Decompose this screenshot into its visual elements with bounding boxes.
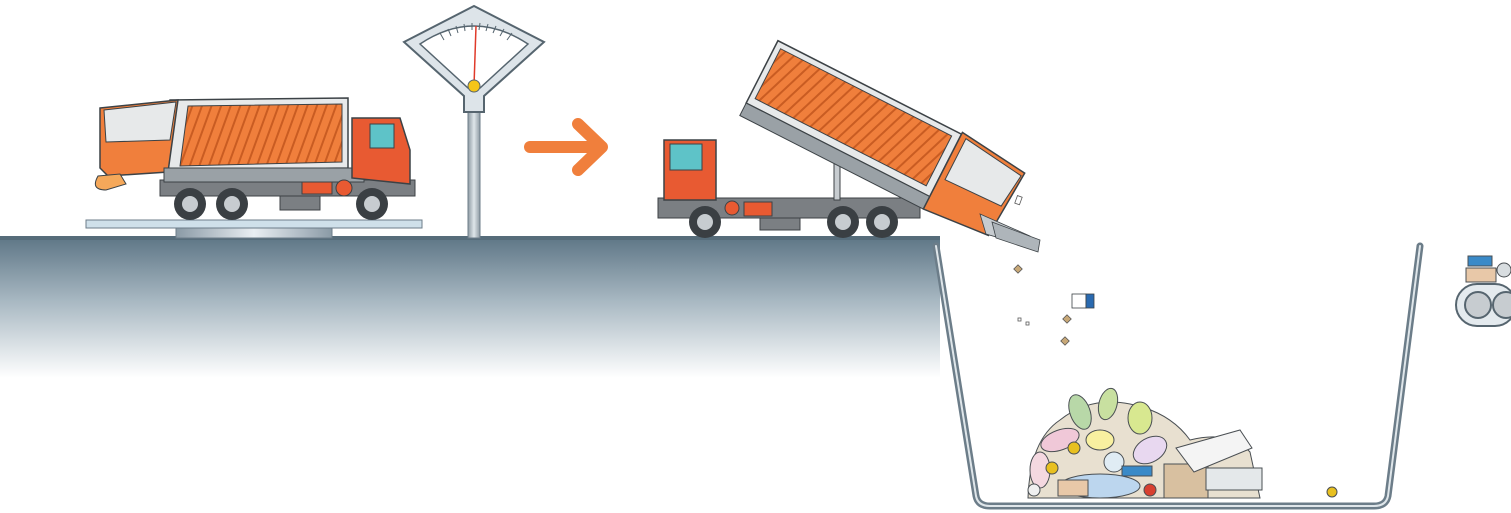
garbage-truck-icon (95, 98, 415, 220)
waste-pile-icon (1028, 386, 1337, 498)
ground-platform (0, 236, 940, 378)
dump-truck-icon (658, 39, 1028, 243)
arrow-right-icon (530, 124, 602, 170)
conveyor-belt-icon (1456, 256, 1511, 326)
